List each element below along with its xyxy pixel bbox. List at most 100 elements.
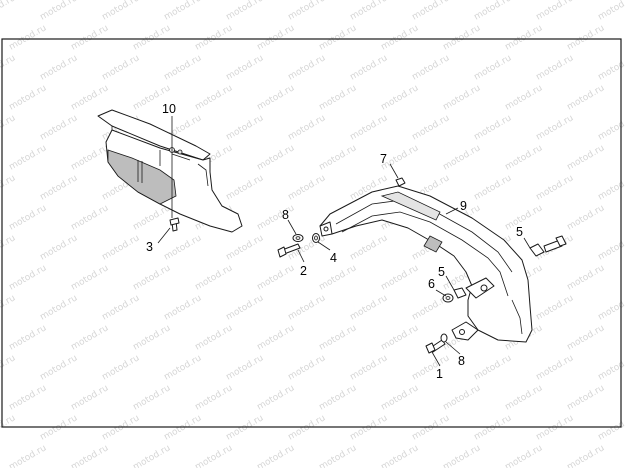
watermark-text: motod.ru (318, 263, 359, 292)
watermark-text: motod.ru (535, 0, 576, 23)
watermark-text: motod.ru (39, 293, 80, 322)
watermark-text: motod.ru (225, 353, 266, 382)
watermark-text: motod.ru (8, 323, 49, 352)
watermark-text: motod.ru (318, 143, 359, 172)
part-4-washer (312, 233, 320, 243)
watermark-text: motod.ru (349, 413, 390, 442)
watermark-text: motod.ru (504, 83, 545, 112)
watermark-text: motod.ru (473, 53, 514, 82)
callout-labels: 10 3 8 2 4 7 9 5 5 6 1 8 (146, 102, 523, 381)
watermark-text: motod.ru (256, 143, 297, 172)
watermark-text: motod.ru (163, 353, 204, 382)
watermark-text: motod.ru (8, 143, 49, 172)
watermark-text: motod.ru (318, 323, 359, 352)
watermark-text: motod.ru (39, 113, 80, 142)
watermark-text: motod.ru (132, 203, 173, 232)
watermark-text: motod.ru (101, 353, 142, 382)
watermark-text: motod.ru (473, 173, 514, 202)
watermark-text: motod.ru (473, 0, 514, 23)
watermark-text: motod.ru (287, 173, 328, 202)
watermark-text: motod.ru (194, 23, 235, 52)
watermark-text: motod.ru (442, 383, 483, 412)
watermark-text: motod.ru (70, 143, 111, 172)
part-5-nut-center (453, 287, 467, 299)
callout-10: 10 (162, 102, 176, 116)
watermark-text: motod.ru (256, 443, 297, 468)
part-8-washer-lower (440, 333, 448, 343)
watermark-text: motod.ru (380, 263, 421, 292)
callout-1: 1 (436, 367, 443, 381)
callout-9: 9 (460, 199, 467, 213)
watermark-text: motod.ru (442, 143, 483, 172)
watermark-text: motod.ru (504, 23, 545, 52)
watermark-text: motod.ru (163, 0, 204, 23)
watermark-text: motod.ru (163, 413, 204, 442)
watermark-text: motod.ru (8, 383, 49, 412)
watermark-text: motod.ru (318, 83, 359, 112)
watermark-text: motod.ru (256, 23, 297, 52)
callout-3: 3 (146, 240, 153, 254)
watermark-text: motod.ru (411, 413, 452, 442)
part-9-main-guard (319, 185, 533, 343)
part-1-bolt (425, 339, 446, 354)
watermark-text: motod.ru (535, 113, 576, 142)
watermark-text: motod.ru (287, 413, 328, 442)
watermark-text: motod.ru (39, 413, 80, 442)
watermark-text: motod.ru (535, 53, 576, 82)
watermark-text: motod.ru (256, 323, 297, 352)
callout-8-lower: 8 (458, 354, 465, 368)
watermark-text: motod.ru (163, 293, 204, 322)
watermark-text: motod.ru (225, 173, 266, 202)
watermark-text: motod.ru (70, 383, 111, 412)
part-2-bolt (277, 243, 301, 258)
watermark-text: motod.ru (380, 443, 421, 468)
watermark-text: motod.ru (163, 53, 204, 82)
watermark-text: motod.ru (349, 113, 390, 142)
watermark-text: motod.ru (318, 383, 359, 412)
watermark-text: motod.ru (39, 233, 80, 262)
watermark-text: motod.ru (101, 0, 142, 23)
watermark-text: motod.ru (411, 0, 452, 23)
watermark-text: motod.ru (256, 83, 297, 112)
watermark-text: motod.ru (8, 263, 49, 292)
watermark-text: motod.ru (349, 293, 390, 322)
watermark-text: motod.ru (566, 23, 607, 52)
watermark-text: motod.ru (504, 203, 545, 232)
watermark-text: motod.ru (473, 113, 514, 142)
part-7-nut (395, 177, 406, 187)
watermark-text: motod.ru (411, 53, 452, 82)
watermark-text: motod.ru (70, 83, 111, 112)
callout-4: 4 (330, 251, 337, 265)
watermark-text: motod.ru (194, 263, 235, 292)
watermark-text: motod.ru (566, 383, 607, 412)
watermark-text: motod.ru (349, 53, 390, 82)
watermark-text: motod.ru (39, 353, 80, 382)
watermark-text: motod.ru (566, 203, 607, 232)
watermark-text: motod.ru (132, 323, 173, 352)
part-8-washer-upper (292, 234, 304, 242)
watermark-text: motod.ru (225, 53, 266, 82)
watermark-text: motod.ru (8, 443, 49, 468)
watermark-text: motod.ru (473, 413, 514, 442)
watermark-text: motod.ru (8, 83, 49, 112)
callout-7: 7 (380, 152, 387, 166)
watermark-text: motod.ru (566, 323, 607, 352)
watermark-text: motod.ru (256, 203, 297, 232)
watermark-text: motod.ru (256, 383, 297, 412)
watermark-text: motod.ru (566, 83, 607, 112)
watermark-text: motod.ru (70, 23, 111, 52)
watermark-text: motod.ru (287, 53, 328, 82)
watermark-text: motod.ru (39, 0, 80, 23)
watermark-text: motod.ru (256, 263, 297, 292)
watermark-text: motod.ru (225, 413, 266, 442)
watermark-text: motod.ru (411, 113, 452, 142)
part-10-front-guard (97, 109, 243, 233)
watermark-text: motod.ru (349, 0, 390, 23)
watermark-text: motod.ru (70, 323, 111, 352)
watermark-text: motod.ru (287, 113, 328, 142)
watermark-text: motod.ru (70, 443, 111, 468)
diagram-frame (1, 38, 622, 428)
watermark-text: motod.ru (287, 0, 328, 23)
callout-5-center: 5 (438, 265, 445, 279)
